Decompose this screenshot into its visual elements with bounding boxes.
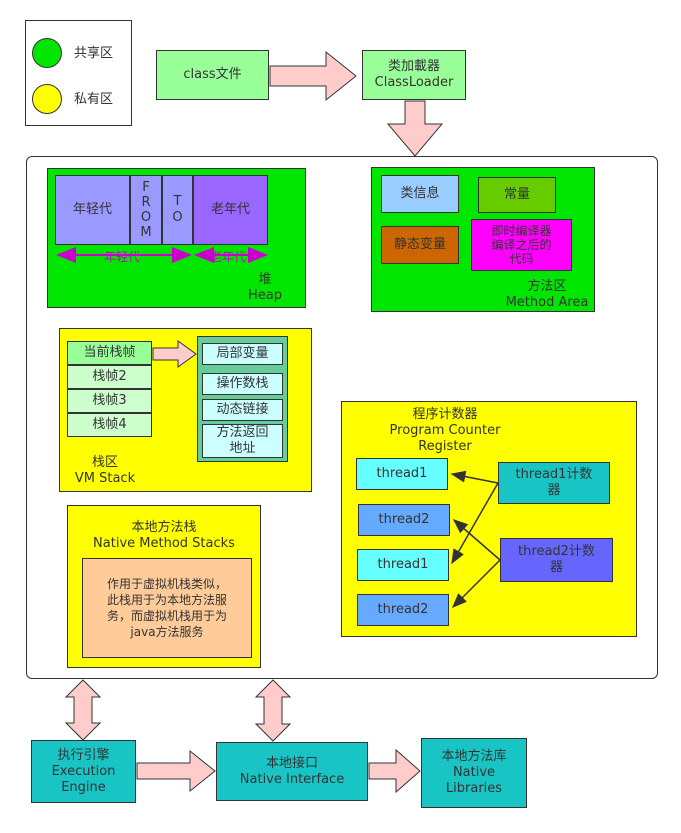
native-stack-desc: 作用于虚拟机栈类似， 此栈用于为本地方法服 务，而虚拟机栈用于为 java方法服… bbox=[82, 558, 252, 658]
local-vars-box: 局部变量 bbox=[202, 343, 283, 365]
stack-frame-current: 当前栈帧 bbox=[67, 341, 152, 365]
dynamic-link-box: 动态链接 bbox=[202, 399, 283, 421]
pc-register-title: 程序计数器 Program Counter Register bbox=[389, 407, 501, 454]
class-loader-box: 类加載器 ClassLoader bbox=[362, 50, 466, 100]
private-legend-label: 私有区 bbox=[74, 92, 114, 107]
arrow-frame-to-parts bbox=[152, 340, 197, 368]
native-libraries-box: 本地方法库 Native Libraries bbox=[421, 738, 527, 808]
stack-frame-4: 栈帧4 bbox=[67, 413, 152, 437]
thread1-box-b: thread1 bbox=[357, 549, 449, 581]
legend bbox=[25, 20, 132, 126]
stack-frame-2: 栈帧2 bbox=[67, 365, 152, 389]
native-stack-title: 本地方法栈 Native Method Stacks bbox=[93, 520, 235, 551]
native-interface-box: 本地接口 Native Interface bbox=[216, 742, 368, 801]
heap-label: 堆 Heap bbox=[248, 272, 282, 303]
private-legend-swatch bbox=[32, 84, 62, 114]
from-space-box: F R O M bbox=[130, 175, 162, 245]
thread1-box-a: thread1 bbox=[356, 458, 448, 490]
jit-code-box: 即时编译器 编译之后的 代码 bbox=[471, 219, 572, 271]
thread2-counter-box: thread2计数 器 bbox=[500, 538, 613, 582]
arrow-class-to-loader bbox=[269, 50, 357, 102]
stack-frame-3: 栈帧3 bbox=[67, 389, 152, 413]
arrow-engine-interface bbox=[136, 749, 216, 793]
arrow-engine-runtime bbox=[64, 679, 102, 741]
constants-box: 常量 bbox=[478, 177, 556, 213]
shared-legend-label: 共享区 bbox=[74, 46, 114, 61]
vm-stack-label: 栈区 VM Stack bbox=[74, 455, 136, 486]
shared-legend-swatch bbox=[32, 38, 62, 68]
execution-engine-box: 执行引擎 Execution Engine bbox=[31, 740, 136, 803]
class-file-box: class文件 bbox=[156, 50, 269, 100]
method-area-label: 方法区 Method Area bbox=[505, 279, 589, 310]
static-vars-box: 静态变量 bbox=[381, 226, 459, 264]
arrow-loader-down bbox=[386, 100, 444, 157]
young-gen-box: 年轻代 bbox=[55, 175, 130, 245]
old-gen-box: 老年代 bbox=[193, 175, 268, 245]
to-space-box: T O bbox=[162, 175, 193, 245]
arrow-interface-libraries bbox=[368, 748, 421, 794]
operand-stack-box: 操作数栈 bbox=[202, 373, 283, 395]
thread2-box-b: thread2 bbox=[357, 594, 449, 626]
arrow-interface-runtime bbox=[254, 679, 292, 742]
thread2-box-a: thread2 bbox=[358, 504, 450, 536]
thread1-counter-box: thread1计数 器 bbox=[498, 462, 610, 504]
class-info-box: 类信息 bbox=[381, 175, 459, 213]
return-address-box: 方法返回 地址 bbox=[202, 424, 283, 458]
